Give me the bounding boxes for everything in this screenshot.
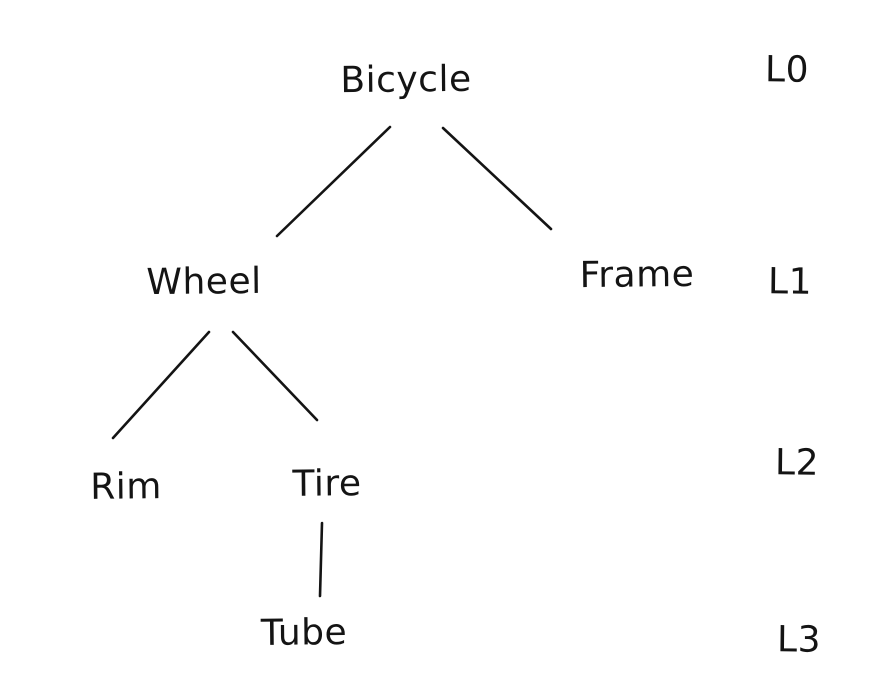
edge-bicycle-frame (441, 126, 553, 231)
edge-wheel-tire (231, 330, 319, 422)
tree-node-bicycle: Bicycle (340, 58, 472, 102)
level-label-l1: L1 (767, 261, 813, 303)
level-label-l0: L0 (764, 49, 810, 91)
tree-node-wheel: Wheel (146, 260, 262, 304)
level-label-l3: L3 (776, 619, 822, 661)
tree-node-frame: Frame (579, 253, 695, 297)
edge-bicycle-wheel (275, 125, 392, 238)
edge-tire-tube (318, 521, 324, 598)
tree-node-rim: Rim (89, 466, 163, 508)
tree-node-tire: Tire (292, 463, 362, 505)
tree-node-tube: Tube (260, 612, 348, 654)
level-label-l2: L2 (774, 442, 820, 484)
edge-wheel-rim (111, 330, 211, 440)
